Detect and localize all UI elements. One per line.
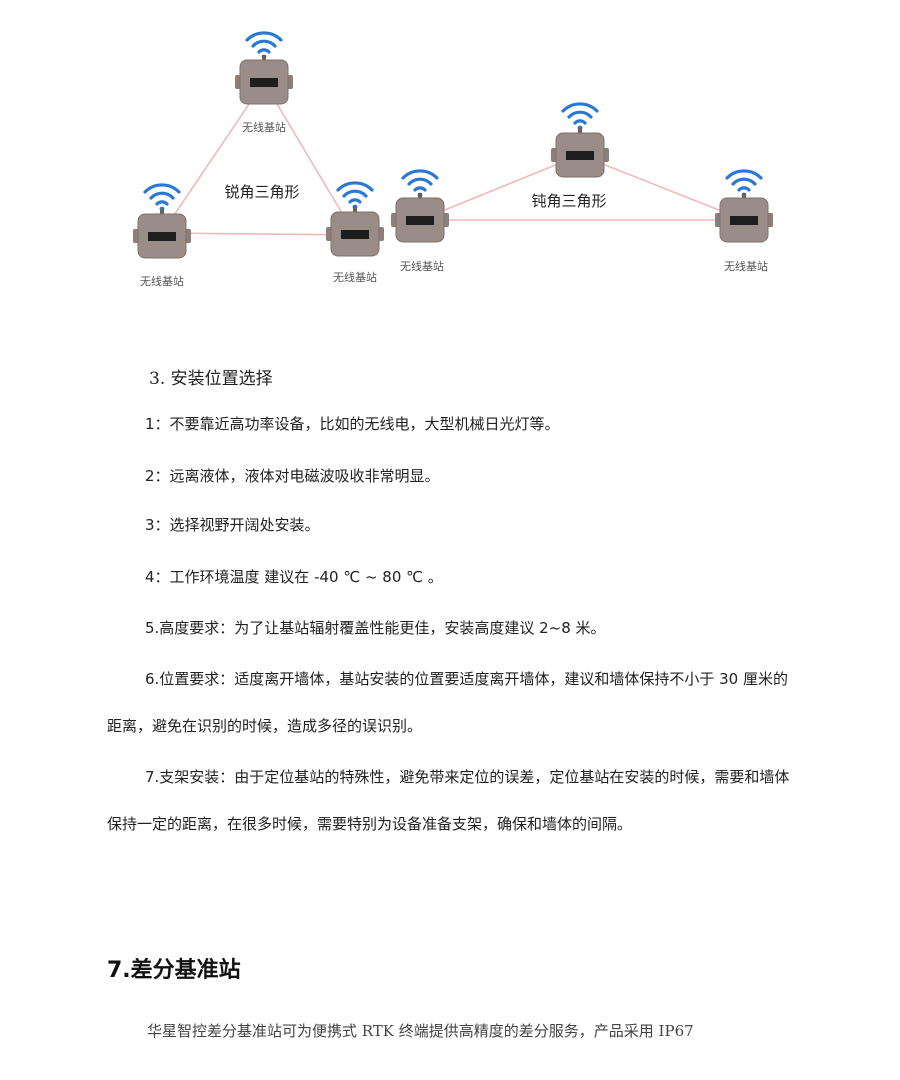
- obtuse-triangle-label: 钝角三角形: [531, 192, 606, 210]
- station-label: 无线基站: [724, 259, 768, 273]
- obtuse-triangle-lines: [419, 154, 745, 221]
- list-item: 5.高度要求：为了让基站辐射覆盖性能更佳，安装高度建议 2~8 米。: [145, 619, 606, 637]
- base-station-icon: [390, 192, 450, 243]
- chapter-intro: 华星智控差分基准站可为便携式 RTK 终端提供高精度的差分服务，产品采用 IP6…: [147, 1022, 694, 1040]
- section-title: 3. 安装位置选择: [149, 369, 273, 389]
- base-station-icon: [550, 127, 610, 178]
- station-top: [234, 31, 294, 105]
- wifi-icon: [336, 181, 374, 211]
- list-item: 3：选择视野开阔处安装。: [145, 516, 320, 534]
- acute-triangle-lines: [161, 81, 356, 236]
- station-acute-right: [325, 181, 385, 257]
- station-obtuse-left: [390, 169, 450, 243]
- station-label: 无线基站: [333, 270, 377, 284]
- list-item: 6.位置要求：适度离开墙体，基站安装的位置要适度离开墙体，建议和墙体保持不小于 …: [107, 670, 788, 735]
- list-item: 4：工作环境温度 建议在 -40 ℃ ~ 80 ℃ 。: [145, 568, 443, 586]
- base-station-icon: [325, 206, 385, 257]
- triangle-diagram: 无线基站 无线基站 无线基站 无线基站 无线基站 锐角三角形 钝角三角形: [132, 31, 774, 288]
- station-label: 无线基站: [400, 259, 444, 273]
- acute-triangle-label: 锐角三角形: [224, 183, 299, 201]
- station-label: 无线基站: [140, 274, 184, 288]
- wifi-icon: [561, 102, 599, 132]
- list-item: 7.支架安装：由于定位基站的特殊性，避免带来定位的误差，定位基站在安装的时候，需…: [107, 768, 790, 833]
- base-station-icon: [714, 192, 774, 243]
- list-item: 1：不要靠近高功率设备，比如的无线电，大型机械日光灯等。: [145, 415, 560, 433]
- station-left: [132, 183, 192, 259]
- base-station-icon: [234, 54, 294, 105]
- chapter-title: 7.差分基准站: [107, 958, 241, 983]
- wifi-icon: [143, 183, 181, 213]
- station-obtuse-top: [550, 102, 610, 178]
- station-label: 无线基站: [242, 120, 286, 134]
- station-obtuse-right: [714, 169, 774, 243]
- base-station-icon: [132, 208, 192, 259]
- list-item: 2：远离液体，液体对电磁波吸收非常明显。: [145, 467, 440, 485]
